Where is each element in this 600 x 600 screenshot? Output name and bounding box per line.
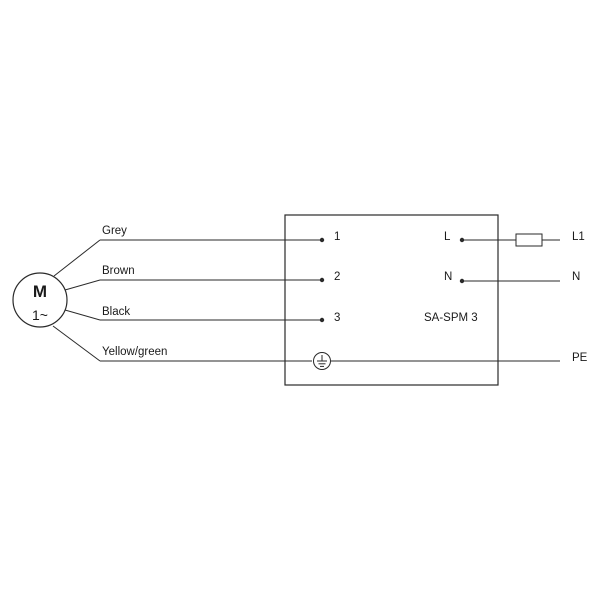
yellow-green-lead [52, 325, 101, 362]
terminal-1-dot [319, 237, 325, 243]
motor-circle [12, 272, 68, 328]
supply-label-n: N [572, 271, 580, 283]
motor-phase-label: 1~ [32, 307, 48, 323]
terminal-2-dot [319, 277, 325, 283]
supply-label-l1: L1 [572, 231, 585, 243]
module-box [284, 214, 499, 386]
grey-lead [53, 239, 101, 277]
terminal-label-1: 1 [334, 231, 340, 243]
wire-label-black: Black [102, 306, 130, 318]
earth-ground-icon [313, 352, 331, 370]
fuse-icon [515, 233, 543, 247]
wire-label-grey: Grey [102, 225, 127, 237]
module-name: SA-SPM 3 [424, 312, 478, 324]
terminal-label-n: N [444, 271, 452, 283]
terminal-label-2: 2 [334, 271, 340, 283]
black-lead [64, 309, 101, 321]
supply-label-pe: PE [572, 352, 588, 364]
motor-label: M [33, 282, 47, 301]
motor-leads [52, 239, 101, 362]
motor-symbol: M 1~ [12, 272, 68, 328]
wire-label-yellow-green: Yellow/green [102, 346, 167, 358]
terminal-label-3: 3 [334, 312, 340, 324]
brown-lead [64, 279, 101, 291]
terminal-3-dot [319, 317, 325, 323]
wire-label-brown: Brown [102, 265, 135, 277]
terminal-label-l: L [444, 231, 451, 243]
